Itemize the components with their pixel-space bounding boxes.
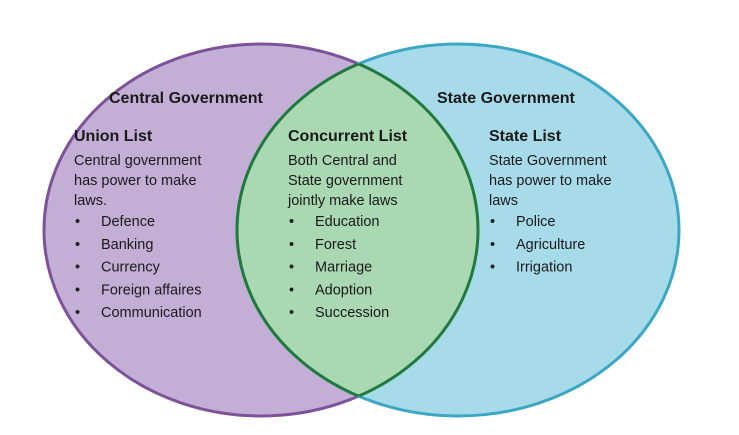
- state-list-title: State List: [489, 128, 562, 145]
- state-list-item: Agriculture: [516, 237, 585, 253]
- union-list-item: Foreign affaires: [101, 282, 201, 298]
- bullet-icon: •: [75, 260, 80, 276]
- union-list-title: Union List: [74, 128, 153, 145]
- state-description-line: has power to make: [489, 173, 612, 189]
- bullet-icon: •: [289, 305, 294, 321]
- state-description-line: laws: [489, 193, 518, 209]
- bullet-icon: •: [75, 237, 80, 253]
- bullet-icon: •: [289, 214, 294, 230]
- overlap-border-left: [235, 44, 478, 416]
- concurrent-description-line: State government: [288, 173, 402, 189]
- state-list-item: Police: [516, 214, 556, 230]
- union-list-item: Defence: [101, 214, 155, 230]
- union-list-item: Communication: [101, 305, 202, 321]
- concurrent-description-line: jointly make laws: [287, 193, 398, 209]
- bullet-icon: •: [490, 260, 495, 276]
- bullet-icon: •: [289, 282, 294, 298]
- bullet-icon: •: [75, 214, 80, 230]
- concurrent-description-line: Both Central and: [288, 153, 397, 169]
- concurrent-list-item: Adoption: [315, 282, 372, 298]
- overlap-border-right: [237, 44, 480, 416]
- state-list-item: Irrigation: [516, 260, 572, 276]
- state-government-title: State Government: [437, 90, 575, 107]
- union-list-item: Banking: [101, 237, 153, 253]
- bullet-icon: •: [490, 214, 495, 230]
- bullet-icon: •: [75, 282, 80, 298]
- state-description-line: State Government: [489, 153, 607, 169]
- central-government-title: Central Government: [109, 90, 263, 107]
- concurrent-overlap-region: [237, 44, 478, 416]
- union-description-line: Central government: [74, 153, 201, 169]
- concurrent-list-item: Marriage: [315, 260, 372, 276]
- concurrent-list-item: Succession: [315, 305, 389, 321]
- bullet-icon: •: [75, 305, 80, 321]
- union-list-item: Currency: [101, 260, 161, 276]
- concurrent-list-item: Forest: [315, 237, 356, 253]
- union-description-line: has power to make: [74, 173, 197, 189]
- bullet-icon: •: [289, 260, 294, 276]
- union-description-line: laws.: [74, 193, 107, 209]
- bullet-icon: •: [289, 237, 294, 253]
- concurrent-list-title: Concurrent List: [288, 128, 408, 145]
- bullet-icon: •: [490, 237, 495, 253]
- concurrent-list-item: Education: [315, 214, 380, 230]
